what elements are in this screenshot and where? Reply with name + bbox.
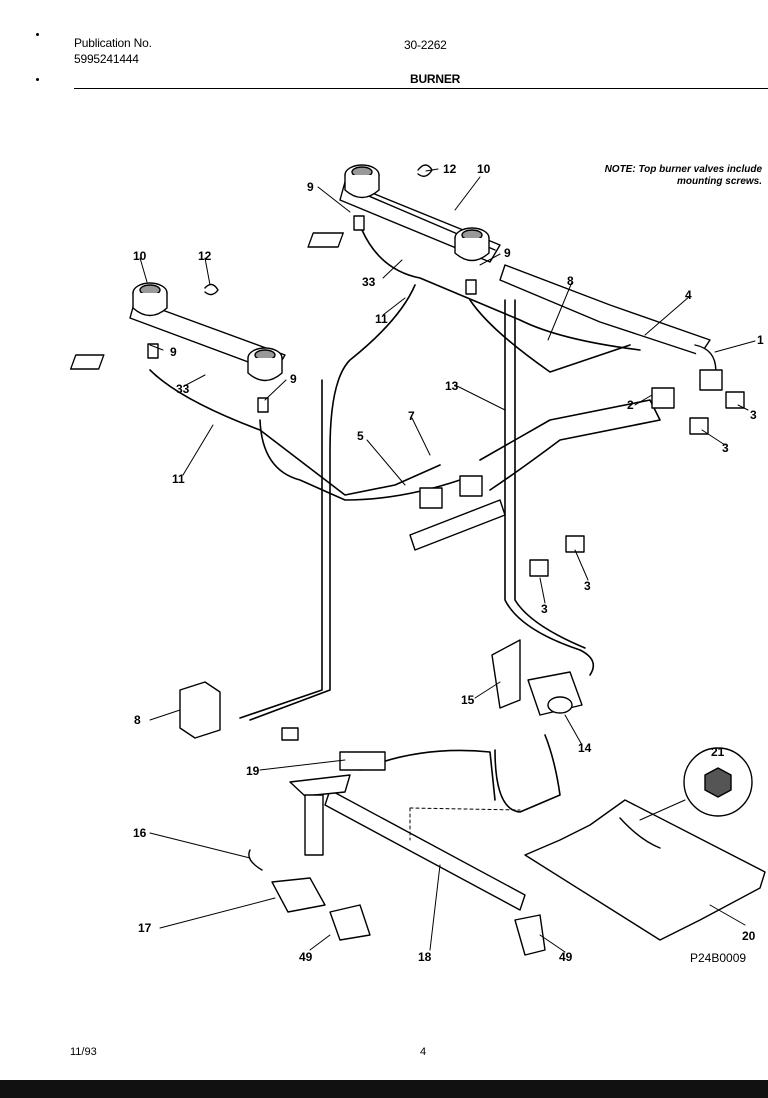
callout-label: 3 (584, 579, 591, 593)
callout-label: 9 (290, 372, 297, 386)
oven-burner-assembly (248, 727, 546, 956)
callout-label: 2 (627, 398, 634, 412)
callout-label: 7 (408, 409, 415, 423)
publication-number: 5995241444 (74, 52, 139, 66)
callout-label: 8 (567, 274, 574, 288)
footer-date: 11/93 (70, 1046, 97, 1058)
page-number: 4 (420, 1046, 427, 1058)
callout-label: 10 (477, 162, 491, 176)
callout-label: 3 (750, 408, 757, 422)
margin-mark (36, 33, 39, 36)
publication-label: Publication No. (74, 36, 152, 50)
leader-lines (139, 168, 756, 953)
callout-label: 17 (138, 921, 152, 935)
callout-label: 3 (722, 441, 729, 455)
spark-module (179, 681, 221, 739)
callout-label: 9 (307, 180, 314, 194)
header-divider (74, 88, 768, 89)
section-title: BURNER (410, 72, 461, 86)
callout-label: 33 (362, 275, 376, 289)
margin-mark (36, 78, 39, 81)
scan-edge (0, 1080, 768, 1098)
callout-label: 21 (711, 745, 725, 759)
oven-baffle (524, 747, 766, 941)
callout-label: 4 (685, 288, 692, 302)
callout-label: 5 (357, 429, 364, 443)
callout-label: 8 (134, 713, 141, 727)
valve-clips (529, 391, 745, 577)
gas-tubing (149, 229, 661, 813)
manifold-and-valves (409, 264, 723, 551)
pressure-regulator (491, 639, 583, 716)
left-burner-assembly (69, 282, 286, 382)
callout-label: 14 (578, 741, 592, 755)
diagram-note: NOTE: Top burner valves include mounting… (604, 164, 762, 187)
callout-label: 49 (559, 950, 573, 964)
callout-label: 10 (133, 249, 147, 263)
callout-label: 11 (375, 312, 388, 326)
callout-label: 12 (198, 249, 212, 263)
callout-label: 9 (504, 246, 511, 260)
callout-label: 1 (757, 333, 764, 347)
callout-labels: 12 10 9 9 33 8 4 1 10 12 11 9 33 9 13 2 … (133, 162, 764, 965)
callout-label: 12 (443, 162, 457, 176)
callout-label: 11 (172, 472, 185, 486)
callout-label: 3 (541, 602, 548, 616)
rear-burner-assembly (307, 164, 501, 263)
callout-label: 33 (176, 382, 190, 396)
callout-label: 20 (742, 929, 756, 943)
callout-label: 9 (170, 345, 177, 359)
callout-label: 49 (299, 950, 313, 964)
callout-label: 15 (461, 693, 475, 707)
callout-label: 16 (133, 826, 147, 840)
figure-code: P24B0009 (690, 951, 746, 965)
orifice-fittings (147, 215, 477, 413)
callout-label: 19 (246, 764, 260, 778)
callout-label: 13 (445, 379, 459, 393)
callout-label: 18 (418, 950, 432, 964)
model-number: 30-2262 (404, 38, 447, 52)
